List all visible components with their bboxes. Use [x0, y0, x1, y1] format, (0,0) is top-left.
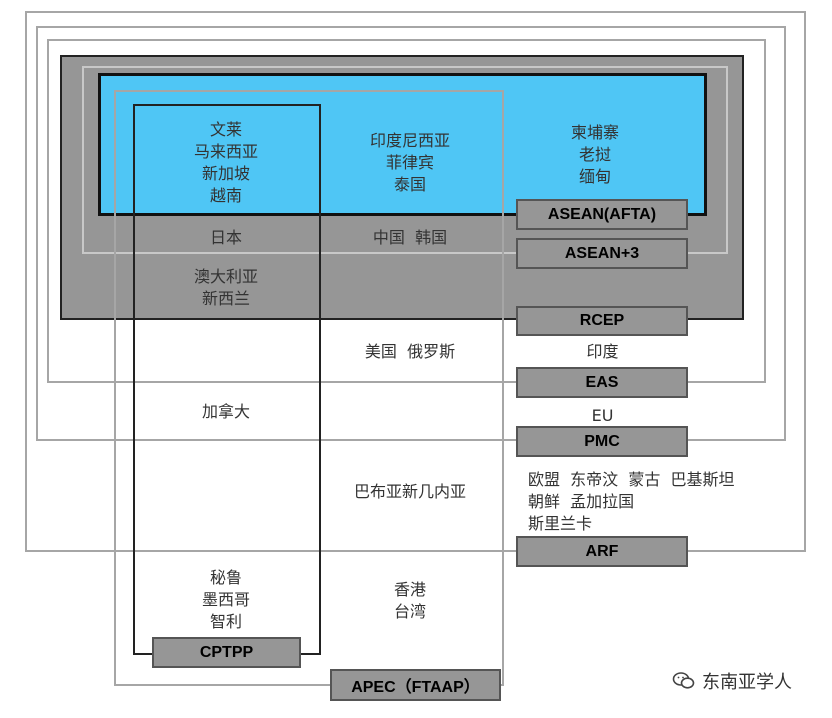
- asean-plus3-region: [82, 66, 728, 254]
- japan-label: 日本: [209, 228, 242, 247]
- watermark: 东南亚学人: [672, 668, 792, 694]
- apec-region: [114, 90, 504, 686]
- wechat-icon: [672, 672, 695, 689]
- rcep-label: RCEP: [516, 306, 688, 336]
- arf-other-members: 欧盟 东帝汶 蒙古 巴基斯坦 朝鲜 孟加拉国 斯里兰卡: [528, 470, 735, 533]
- asean-apec-countries: 印度尼西亚 菲律宾 泰国: [369, 131, 450, 194]
- pmc-region: [36, 26, 786, 441]
- canada-label: 加拿大: [201, 402, 250, 421]
- arf-region: [25, 11, 806, 552]
- eu-label: EU: [591, 406, 614, 425]
- png-label: 巴布亚新几内亚: [353, 482, 466, 501]
- eas-label: EAS: [516, 367, 688, 398]
- pmc-label: PMC: [516, 426, 688, 457]
- apec-label: APEC（FTAAP）: [330, 669, 501, 701]
- asean-region: [98, 73, 707, 216]
- asean-cptpp-countries: 文莱 马来西亚 新加坡 越南: [193, 120, 258, 205]
- india-label: 印度: [586, 342, 619, 361]
- latam-label: 秘鲁 墨西哥 智利: [201, 568, 250, 631]
- eas-region: [47, 39, 766, 383]
- cptpp-label: CPTPP: [152, 637, 301, 668]
- hk-tw-label: 香港 台湾: [393, 580, 426, 621]
- asean-only-countries: 柬埔寨 老挝 缅甸: [570, 123, 619, 186]
- asean-afta-label: ASEAN(AFTA): [516, 199, 688, 230]
- aus-nz-label: 澳大利亚 新西兰: [193, 267, 258, 308]
- us-russia-label: 美国 俄罗斯: [364, 342, 456, 361]
- arf-label: ARF: [516, 536, 688, 567]
- china-korea-label: 中国 韩国: [372, 228, 448, 247]
- watermark-text: 东南亚学人: [702, 672, 792, 693]
- asean-plus3-label: ASEAN+3: [516, 238, 688, 269]
